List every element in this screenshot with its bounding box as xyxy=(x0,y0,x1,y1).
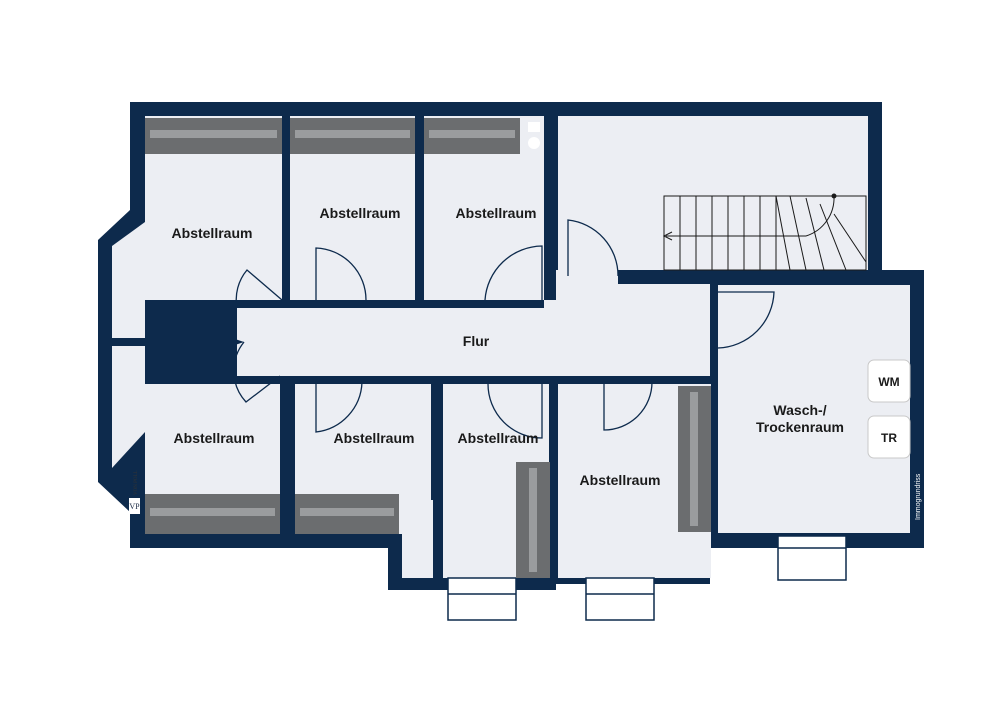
room-label-hallway: Flur xyxy=(463,333,490,349)
staircase xyxy=(662,193,867,271)
side-text-immogrundriss: Immogrundriss xyxy=(915,473,922,520)
room-label-storage-bottom-left: Abstellraum xyxy=(174,430,255,446)
fixture-round xyxy=(528,137,540,149)
cabinets xyxy=(145,118,711,578)
room-label-storage-bottom-middle-left: Abstellraum xyxy=(334,430,415,446)
logo-mark: VP xyxy=(129,502,140,511)
room-label-storage-top-right: Abstellraum xyxy=(456,205,537,221)
doors xyxy=(233,219,775,439)
dryer-appliance: TR xyxy=(867,415,911,459)
room-label-storage-top-left: Abstellraum xyxy=(172,225,253,241)
hall-left-tip xyxy=(112,338,244,346)
von-poll-logo: VP VON POLL xyxy=(129,470,140,514)
dryer-label: TR xyxy=(881,431,897,445)
room-label-storage-bottom-right: Abstellraum xyxy=(580,472,661,488)
washer-appliance: WM xyxy=(867,359,911,403)
logo-name: VON POLL xyxy=(134,470,139,495)
room-label-laundry-line1: Wasch-/ xyxy=(773,402,826,418)
room-label-laundry-line2: Trockenraum xyxy=(756,419,844,435)
windows xyxy=(447,535,847,621)
room-label-storage-top-middle: Abstellraum xyxy=(320,205,401,221)
fixture-square xyxy=(528,122,540,132)
washer-label: WM xyxy=(878,375,899,389)
room-label-storage-bottom-middle-right: Abstellraum xyxy=(458,430,539,446)
